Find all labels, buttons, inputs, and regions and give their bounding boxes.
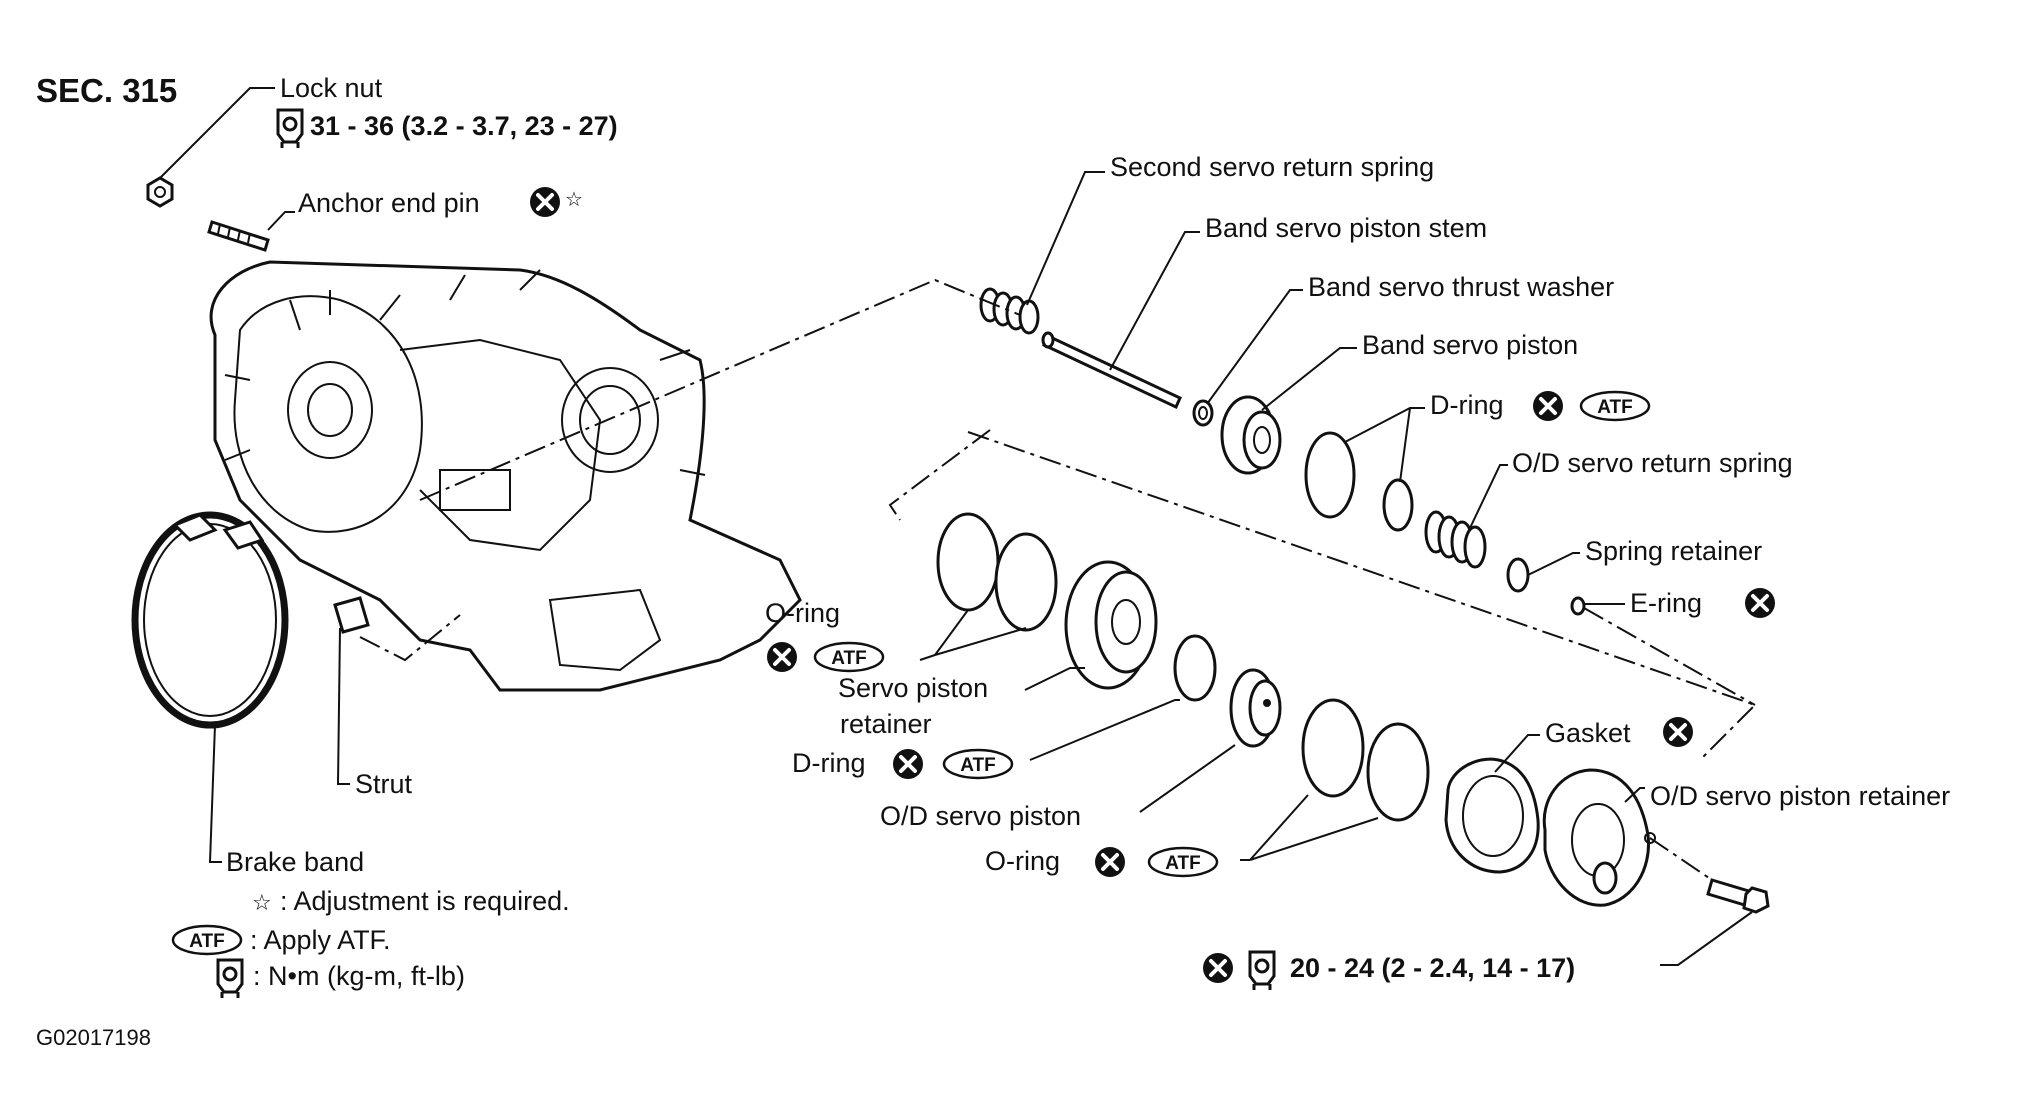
replace-part-icon (528, 185, 562, 219)
d-ring-upper-label: D-ring (1430, 390, 1504, 420)
od-servo-return-spring-label: O/D servo return spring (1512, 448, 1793, 478)
servo-piston-retainer-label-line1: Servo piston (838, 673, 988, 703)
figure-id: G02017198 (36, 1025, 151, 1050)
leader-lines (159, 87, 1753, 966)
replace-part-icon (1093, 845, 1127, 879)
od-servo-return-spring-part (1424, 510, 1487, 569)
lock-nut-part (146, 176, 174, 208)
brake-band-label: Brake band (226, 847, 364, 877)
anchor-end-pin-part (207, 220, 270, 252)
legend: ☆ : Adjustment is required. ATF : Apply … (171, 886, 570, 1000)
od-servo-piston-label: O/D servo piston (880, 801, 1081, 831)
band-servo-piston-label: Band servo piston (1362, 330, 1578, 360)
strut-part (333, 596, 370, 634)
atf-badge-text: ATF (831, 648, 867, 669)
replace-part-icon (1201, 951, 1235, 985)
replace-part-icon (1743, 586, 1777, 620)
servo-piston-retainer-label-line2: retainer (840, 709, 932, 739)
spring-retainer-label: Spring retainer (1585, 536, 1762, 566)
d-ring-lower-part (1173, 634, 1217, 702)
atf-badge-text: ATF (189, 931, 225, 952)
legend-torque-unit-text: : N•m (kg-m, ft-lb) (253, 961, 465, 991)
d-ring-upper-part (1304, 431, 1414, 532)
torque-wrench-icon (276, 108, 304, 150)
gasket-part (1444, 757, 1540, 874)
od-servo-piston-part (1229, 668, 1282, 748)
adjustment-star-icon: ☆ (252, 891, 272, 916)
brake-band-part (131, 511, 289, 729)
replace-part-icon (765, 640, 799, 674)
transmission-case-illustration (209, 260, 802, 692)
o-ring-left-label: O-ring (765, 598, 840, 628)
replace-part-icon (891, 747, 925, 781)
band-servo-piston-stem-label: Band servo piston stem (1205, 213, 1487, 243)
second-servo-return-spring-part (979, 287, 1040, 335)
strut-label: Strut (355, 769, 413, 799)
lock-nut-label: Lock nut (280, 73, 383, 103)
atf-badge-text: ATF (960, 755, 996, 776)
atf-badge-text: ATF (1165, 853, 1201, 874)
anchor-end-pin-label: Anchor end pin (298, 188, 480, 218)
o-ring-lower-part (1301, 698, 1430, 822)
band-servo-thrust-washer-label: Band servo thrust washer (1308, 272, 1614, 302)
d-ring-lower-label: D-ring (792, 748, 866, 778)
retainer-bolt-torque-spec: 20 - 24 (2 - 2.4, 14 - 17) (1290, 953, 1575, 983)
replace-part-icon (1531, 389, 1565, 423)
gasket-label: Gasket (1545, 718, 1631, 748)
lock-nut-torque-spec: 31 - 36 (3.2 - 3.7, 23 - 27) (310, 111, 618, 141)
spring-retainer-part (1506, 557, 1530, 593)
legend-adjustment-text: : Adjustment is required. (280, 886, 570, 916)
band-servo-piston-stem-part (1041, 331, 1182, 410)
adjustment-star-icon: ☆ (565, 187, 583, 211)
section-title: SEC. 315 (36, 72, 177, 109)
torque-wrench-icon (216, 958, 244, 1000)
second-servo-return-spring-label: Second servo return spring (1110, 152, 1434, 182)
replace-part-icon (1661, 715, 1695, 749)
o-ring-left-part (936, 512, 1058, 632)
servo-piston-retainer-part (1064, 560, 1158, 690)
atf-badge-text: ATF (1597, 397, 1633, 418)
e-ring-part (1570, 596, 1586, 616)
e-ring-label: E-ring (1630, 588, 1702, 618)
retainer-bolt-part (1706, 878, 1770, 914)
od-servo-piston-retainer-label: O/D servo piston retainer (1650, 781, 1950, 811)
od-servo-piston-retainer-part (1542, 768, 1656, 907)
legend-apply-atf-text: : Apply ATF. (250, 925, 391, 955)
band-servo-piston-part (1220, 395, 1282, 475)
torque-wrench-icon (1248, 950, 1276, 992)
band-servo-thrust-washer-part (1192, 399, 1214, 427)
o-ring-lower-label: O-ring (985, 846, 1060, 876)
